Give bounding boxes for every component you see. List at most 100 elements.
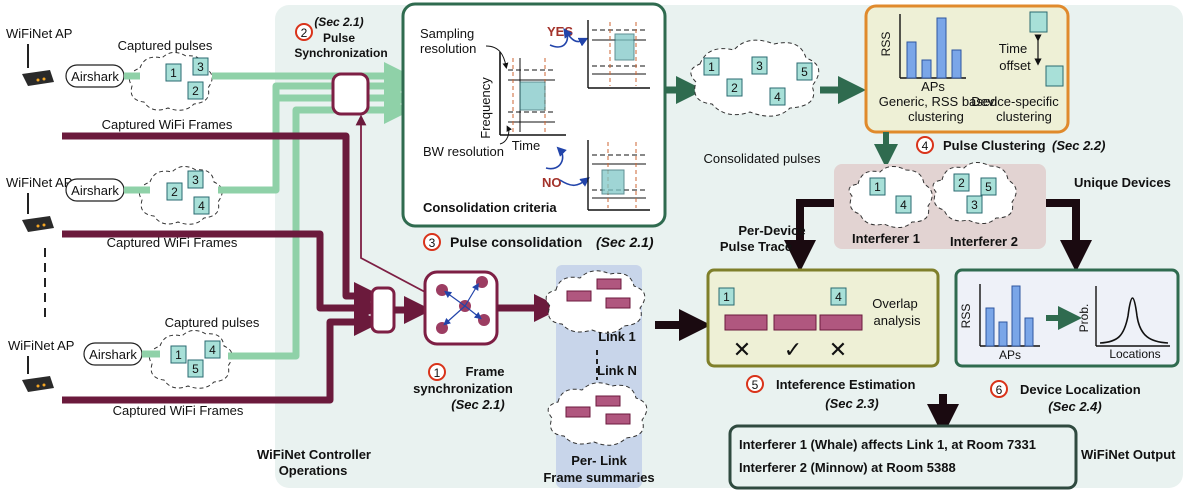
frame-sync-title-1: Frame xyxy=(465,364,504,379)
interference-num: 5 xyxy=(752,378,759,392)
controller-title-1: WiFiNet Controller xyxy=(257,447,371,462)
ap-2-label: WiFiNet AP xyxy=(6,175,72,190)
unique-devices: 1 4 2 5 3 Interferer 1 Interferer 2 xyxy=(834,162,1046,249)
per-device-1: Per-Device xyxy=(738,223,805,238)
pulse-sync-title-1: Pulse xyxy=(323,31,355,45)
interference-title: Inteference Estimation xyxy=(776,377,915,392)
sampling-res-2: resolution xyxy=(420,41,476,56)
clustering-box: RSS APs Generic, RSS based clustering Ti… xyxy=(864,4,1070,134)
captured-frames-3: Captured WiFi Frames xyxy=(113,403,244,418)
per-link-label-2: Frame summaries xyxy=(543,470,654,485)
output-line-1: Interferer 1 (Whale) affects Link 1, at … xyxy=(739,437,1036,452)
svg-text:3: 3 xyxy=(971,198,978,212)
time-offset-2: offset xyxy=(999,58,1031,73)
output-label: WiFiNet Output xyxy=(1081,447,1176,462)
device-specific-1: Device-specific xyxy=(971,94,1059,109)
clustering-num: 4 xyxy=(922,139,929,153)
time-axis: Time xyxy=(512,138,540,153)
overlap-mark-1: ✕ xyxy=(733,337,751,362)
frame-sync: 1 Frame synchronization (Sec 2.1) xyxy=(413,270,513,412)
clustering-aps: APs xyxy=(921,79,945,94)
svg-text:5: 5 xyxy=(192,362,199,376)
svg-text:3: 3 xyxy=(197,60,204,74)
localization-title: Device Localization xyxy=(1020,382,1141,397)
pulse-sync-num: 2 xyxy=(301,26,308,40)
localization-rss: RSS xyxy=(959,304,973,329)
time-offset-1: Time xyxy=(999,41,1027,56)
overlap-box: 1 4 Overlap analysis ✕ ✓ ✕ xyxy=(706,268,940,368)
interferer-1-label: Interferer 1 xyxy=(852,231,920,246)
frame-sync-title-2: synchronization xyxy=(413,381,513,396)
overlap-label-2: analysis xyxy=(874,313,921,328)
svg-text:1: 1 xyxy=(170,66,177,80)
pulses-cloud-2: 2 3 4 xyxy=(138,166,223,225)
ap-1: WiFiNet AP Airshark xyxy=(6,26,125,88)
svg-text:4: 4 xyxy=(835,290,842,304)
consolidation-title: Pulse consolidation xyxy=(450,234,582,250)
pulse-sync: 2 (Sec 2.1) Pulse Synchronization xyxy=(294,15,388,116)
captured-frames-1: Captured WiFi Frames xyxy=(102,117,233,132)
airshark-2: Airshark xyxy=(71,183,119,198)
pulses-cloud-1: Captured pulses 1 3 2 xyxy=(118,38,213,111)
clustering-generic-1: Generic, RSS based xyxy=(879,94,998,109)
clustering-sec: (Sec 2.2) xyxy=(1052,138,1105,153)
localization-num: 6 xyxy=(996,383,1003,397)
svg-text:1: 1 xyxy=(708,60,715,74)
svg-text:1: 1 xyxy=(874,180,881,194)
interferer-2-label: Interferer 2 xyxy=(950,234,1018,249)
localization-locations: Locations xyxy=(1109,347,1160,361)
overlap-label-1: Overlap xyxy=(872,296,918,311)
unique-devices-label: Unique Devices xyxy=(1074,175,1171,190)
clustering-title: Pulse Clustering xyxy=(943,138,1046,153)
pulses-cloud-3: Captured pulses 1 4 5 xyxy=(148,315,260,389)
airshark-3: Airshark xyxy=(89,347,137,362)
svg-text:2: 2 xyxy=(958,176,965,190)
frame-sync-num: 1 xyxy=(434,366,441,380)
sync-feedback-arrow xyxy=(355,114,426,293)
clustering-rss: RSS xyxy=(879,32,893,57)
localization-prob: Prob. xyxy=(1077,304,1091,333)
link-1-label: Link 1 xyxy=(598,329,636,344)
svg-text:5: 5 xyxy=(985,180,992,194)
svg-text:2: 2 xyxy=(192,84,199,98)
ap-2: WiFiNet AP Airshark xyxy=(6,175,125,232)
frame-merge-box xyxy=(370,286,396,334)
svg-text:4: 4 xyxy=(774,90,781,104)
captured-pulses-3: Captured pulses xyxy=(165,315,260,330)
consolidation-sec: (Sec 2.1) xyxy=(596,234,654,250)
localization-box: RSS APs Prob. Locations xyxy=(954,268,1180,368)
consolidation-num: 3 xyxy=(429,236,436,250)
clustering-generic-2: clustering xyxy=(908,109,964,124)
link-n-label: Link N xyxy=(597,363,637,378)
interference-sec: (Sec 2.3) xyxy=(825,396,878,411)
ap-3: WiFiNet AP Airshark xyxy=(8,338,143,392)
consolidated-label: Consolidated pulses xyxy=(703,151,821,166)
consolidation-criteria: Consolidation criteria xyxy=(423,200,557,215)
svg-text:4: 4 xyxy=(900,198,907,212)
svg-text:2: 2 xyxy=(171,185,178,199)
svg-text:4: 4 xyxy=(198,199,205,213)
no-label: NO xyxy=(542,175,562,190)
per-device-2: Pulse Trace xyxy=(720,239,792,254)
svg-text:3: 3 xyxy=(756,59,763,73)
overlap-mark-3: ✕ xyxy=(829,337,847,362)
ap-3-label: WiFiNet AP xyxy=(8,338,74,353)
captured-frames-2: Captured WiFi Frames xyxy=(107,235,238,250)
svg-text:1: 1 xyxy=(175,348,182,362)
ap-1-label: WiFiNet AP xyxy=(6,26,72,41)
overlap-mark-2: ✓ xyxy=(784,337,802,362)
consolidated-pulses: 1 3 5 2 4 Consolidated pulses xyxy=(690,39,821,166)
pulse-sync-sec: (Sec 2.1) xyxy=(314,15,363,29)
consolidation-box: Sampling resolution YES Frequency Time B… xyxy=(401,2,667,228)
output-line-2: Interferer 2 (Minnow) at Room 5388 xyxy=(739,460,956,475)
controller-title-2: Operations xyxy=(279,463,348,478)
svg-text:1: 1 xyxy=(723,290,730,304)
localization-aps: APs xyxy=(999,348,1021,362)
frame-sync-sec: (Sec 2.1) xyxy=(451,397,504,412)
captured-pulses-1: Captured pulses xyxy=(118,38,213,53)
svg-text:3: 3 xyxy=(192,173,199,187)
output-box: Interferer 1 (Whale) affects Link 1, at … xyxy=(728,424,1176,490)
sampling-res-1: Sampling xyxy=(420,26,474,41)
pulse-sync-title-2: Synchronization xyxy=(294,46,387,60)
device-specific-2: clustering xyxy=(996,109,1052,124)
